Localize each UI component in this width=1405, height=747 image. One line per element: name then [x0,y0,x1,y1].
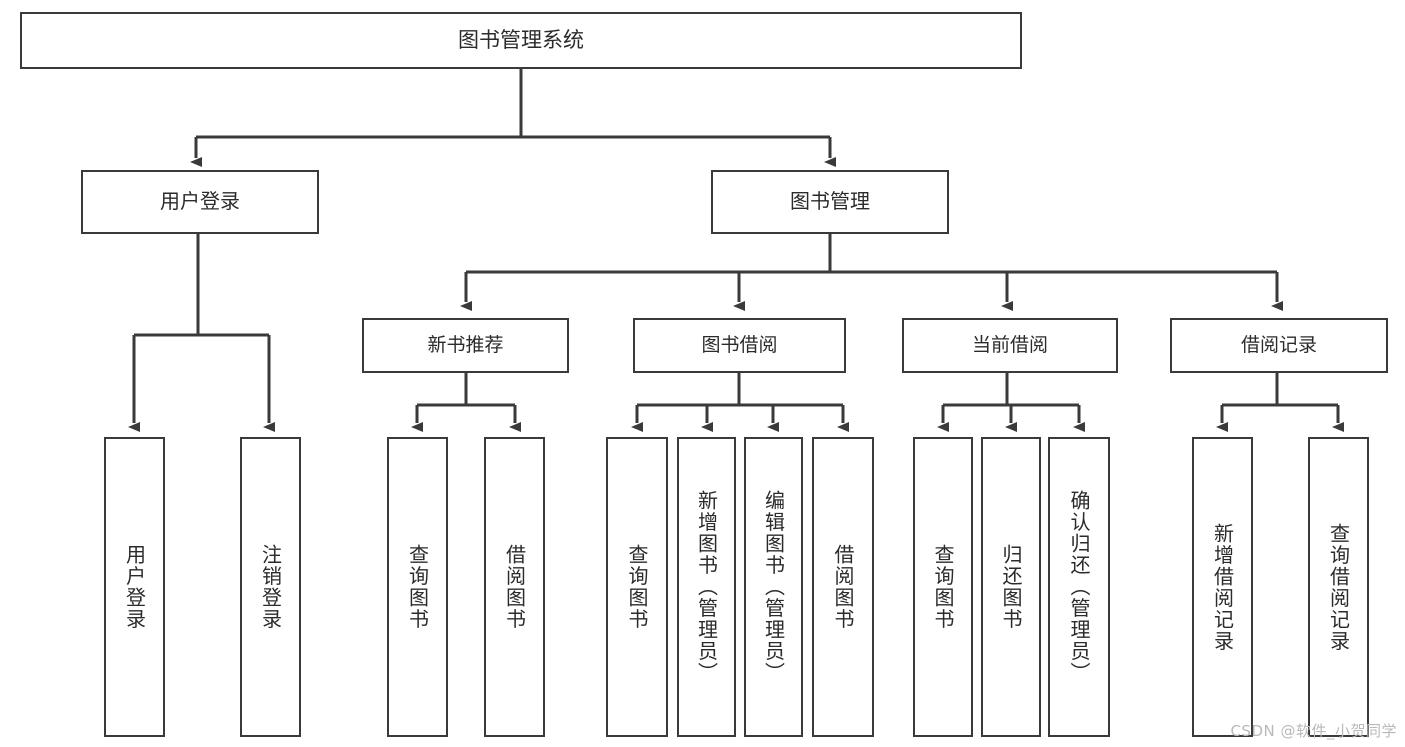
leaf-logout[interactable]: 注销登录 [240,437,301,737]
node-root-system[interactable]: 图书管理系统 [20,12,1022,69]
node-label: 确认归还（管理员） [1067,490,1091,684]
leaf-borrow-book[interactable]: 借阅图书 [812,437,874,737]
node-current-borrow[interactable]: 当前借阅 [902,318,1118,373]
node-label: 用户登录 [160,189,240,214]
node-user-login[interactable]: 用户登录 [81,170,319,234]
node-label: 图书借阅 [701,334,778,357]
node-label: 图书管理系统 [458,28,584,53]
node-label: 新增图书（管理员） [694,490,719,684]
leaf-query-book-current[interactable]: 查询图书 [913,437,973,737]
node-label: 新书推荐 [427,334,504,357]
leaf-edit-book-admin[interactable]: 编辑图书（管理员） [744,437,803,737]
node-label: 查询图书 [625,544,649,630]
node-label: 注销登录 [258,544,283,630]
node-label: 用户登录 [122,544,147,630]
node-label: 新增借阅记录 [1210,522,1235,652]
csdn-watermark: CSDN @软件_小贺同学 [1230,722,1397,740]
leaf-return-book[interactable]: 归还图书 [981,437,1041,737]
leaf-add-borrow-record[interactable]: 新增借阅记录 [1192,437,1253,737]
leaf-user-login[interactable]: 用户登录 [104,437,165,737]
leaf-query-book-borrow[interactable]: 查询图书 [606,437,668,737]
leaf-add-book-admin[interactable]: 新增图书（管理员） [677,437,736,737]
node-label: 查询图书 [405,544,430,630]
node-label: 查询图书 [931,544,955,630]
node-label: 查询借阅记录 [1326,522,1351,652]
node-label: 编辑图书（管理员） [761,490,786,684]
leaf-query-book-rec[interactable]: 查询图书 [387,437,448,737]
leaf-borrow-book-rec[interactable]: 借阅图书 [484,437,545,737]
node-book-management[interactable]: 图书管理 [711,170,949,234]
node-label: 借阅图书 [502,544,527,630]
node-label: 图书管理 [790,189,870,214]
node-label: 借阅记录 [1240,334,1317,357]
leaf-confirm-return-admin[interactable]: 确认归还（管理员） [1048,437,1110,737]
node-label: 借阅图书 [831,544,855,630]
leaf-query-borrow-record[interactable]: 查询借阅记录 [1308,437,1369,737]
node-book-borrow[interactable]: 图书借阅 [633,318,846,373]
node-new-book-recommend[interactable]: 新书推荐 [362,318,569,373]
node-label: 归还图书 [999,544,1023,630]
node-label: 当前借阅 [971,334,1048,357]
node-borrow-record[interactable]: 借阅记录 [1170,318,1388,373]
